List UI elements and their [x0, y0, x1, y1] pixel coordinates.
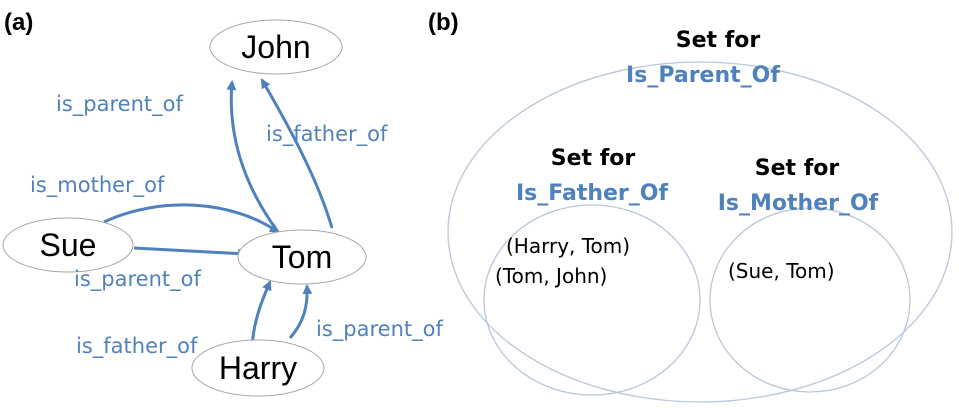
- edge-label-sue-tom-parent: is_parent_of: [74, 267, 201, 292]
- edge-label-tom-john-father: is_father_of: [266, 122, 388, 147]
- set-father-of-name: Is_Father_Of: [516, 181, 669, 206]
- edge-sue-tom-mother: [103, 203, 280, 234]
- set-father-of-title: Set for: [551, 146, 636, 171]
- edge-harry-tom-parent: [288, 284, 313, 339]
- set-parent-of-name: Is_Parent_Of: [626, 63, 780, 88]
- node-tom-label: Tom: [272, 239, 332, 275]
- edge-tom-john-father: [260, 78, 334, 229]
- node-tom: Tom: [237, 229, 367, 285]
- edge-label-sue-tom-mother: is_mother_of: [30, 173, 165, 198]
- set-mother-of-name: Is_Mother_Of: [718, 191, 879, 216]
- set-mother-of-title: Set for: [755, 156, 840, 181]
- set-parent-of-ellipse: [447, 61, 953, 403]
- edge-label-harry-tom-parent: is_parent_of: [316, 317, 443, 342]
- set-parent-of-title: Set for: [676, 28, 761, 53]
- mother-pair-1: (Sue, Tom): [728, 259, 835, 283]
- edge-label-tom-john-parent: is_parent_of: [56, 92, 183, 117]
- set-mother-of-ellipse: [709, 207, 911, 393]
- edge-sue-tom-parent: [133, 246, 248, 259]
- edge-label-harry-tom-father: is_father_of: [76, 334, 198, 359]
- node-john: John: [209, 19, 343, 75]
- father-pair-1: (Harry, Tom): [506, 234, 630, 258]
- father-pair-2: (Tom, John): [495, 264, 607, 288]
- node-harry: Harry: [191, 339, 325, 397]
- edge-tom-john-parent: [226, 80, 280, 233]
- edge-harry-tom-father: [250, 280, 272, 347]
- node-sue-label: Sue: [40, 227, 97, 263]
- panel-a-label: (a): [4, 9, 33, 36]
- node-john-label: John: [241, 29, 310, 65]
- set-father-of-ellipse: [483, 204, 701, 396]
- panel-b-label: (b): [428, 9, 459, 36]
- node-harry-label: Harry: [219, 350, 297, 386]
- node-sue: Sue: [2, 217, 134, 273]
